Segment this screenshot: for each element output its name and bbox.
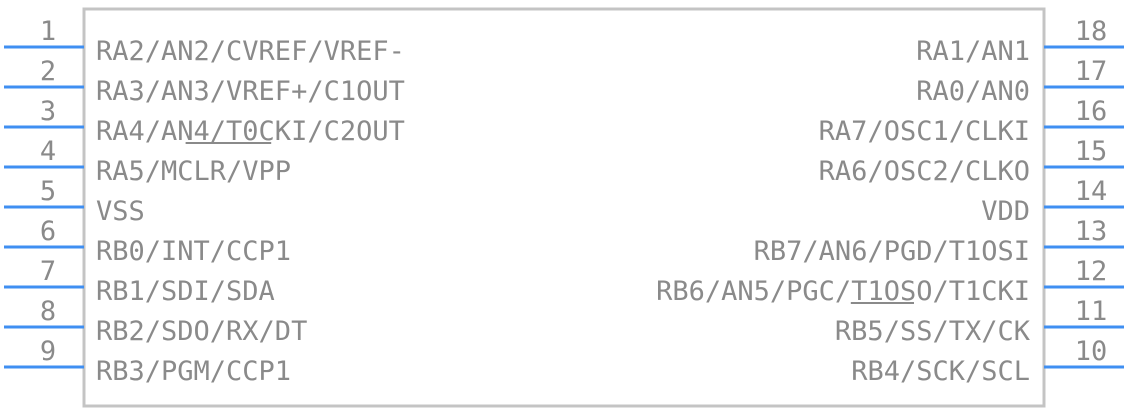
pin-label: RA7/OSC1/CLKI <box>819 116 1030 147</box>
pin-label: RA0/AN0 <box>916 76 1030 107</box>
pin-number: 16 <box>1075 96 1108 127</box>
pin-number: 15 <box>1075 136 1108 167</box>
pin-label: RB0/INT/CCP1 <box>96 236 291 267</box>
pin-label: RB2/SDO/RX/DT <box>96 316 307 347</box>
pin-label: RB7/AN6/PGD/T1OSI <box>754 236 1030 267</box>
pin-number: 14 <box>1075 176 1108 207</box>
pin-label: RB5/SS/TX/CK <box>835 316 1031 347</box>
pin-number: 18 <box>1075 16 1108 47</box>
pin-label: RA4/AN4/T0CKI/C2OUT <box>96 116 405 147</box>
pin-label: RA2/AN2/CVREF/VREF- <box>96 36 405 67</box>
pin-label: RB1/SDI/SDA <box>96 276 275 307</box>
pin-label: VSS <box>96 196 145 227</box>
pin-number: 2 <box>40 56 56 87</box>
pin-number: 4 <box>40 136 56 167</box>
pin-number: 8 <box>40 296 56 327</box>
pin-number: 10 <box>1075 336 1108 367</box>
pin-number: 5 <box>40 176 56 207</box>
pin-number: 17 <box>1075 56 1108 87</box>
pin-number: 12 <box>1075 256 1108 287</box>
pin-number: 7 <box>40 256 56 287</box>
left-pin-group: 1RA2/AN2/CVREF/VREF-2RA3/AN3/VREF+/C1OUT… <box>4 16 405 387</box>
pin-number: 3 <box>40 96 56 127</box>
pin-label: RB6/AN5/PGC/T1OSO/T1CKI <box>656 276 1030 307</box>
pin-label: RA6/OSC2/CLKO <box>819 156 1030 187</box>
pin-number: 13 <box>1075 216 1108 247</box>
pin-number: 11 <box>1075 296 1108 327</box>
pin-label: RB3/PGM/CCP1 <box>96 356 291 387</box>
pin-label: RA3/AN3/VREF+/C1OUT <box>96 76 405 107</box>
pin-label: VDD <box>981 196 1030 227</box>
pin-number: 6 <box>40 216 56 247</box>
pin-label: RA5/MCLR/VPP <box>96 156 291 187</box>
pin-number: 1 <box>40 16 56 47</box>
right-pin-group: 18RA1/AN117RA0/AN016RA7/OSC1/CLKI15RA6/O… <box>656 16 1124 387</box>
pin-label: RB4/SCK/SCL <box>851 356 1030 387</box>
pin-label: RA1/AN1 <box>916 36 1030 67</box>
ic-body <box>82 7 1046 408</box>
pin-number: 9 <box>40 336 56 367</box>
